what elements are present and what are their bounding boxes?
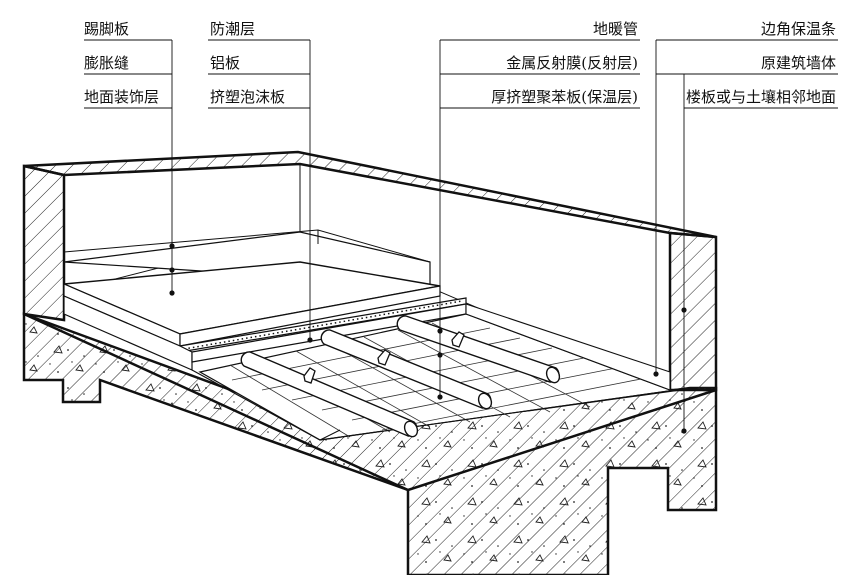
label-skirting-board: 踢脚板	[84, 20, 129, 38]
edge-insulation-strip	[465, 303, 671, 391]
label-existing-wall: 原建筑墙体	[761, 54, 836, 72]
pipe-clips	[303, 331, 465, 384]
label-floor-finish-layer: 地面装饰层	[84, 88, 159, 106]
label-metal-reflective-film: 金属反射膜(反射层)	[506, 54, 638, 72]
label-thick-xps-board: 厚挤塑聚苯板(保温层)	[491, 88, 638, 106]
leader-dots	[169, 243, 687, 434]
heating-pipe	[396, 315, 561, 384]
label-floor-heating-pipe: 地暖管	[593, 20, 638, 38]
heating-pipes	[240, 315, 561, 438]
concrete-slab	[22, 312, 718, 575]
label-edge-insulation-strip: 边角保温条	[761, 20, 836, 38]
heating-pipe	[240, 351, 419, 438]
building-walls	[22, 150, 718, 392]
label-extruded-foam-board: 挤塑泡沫板	[210, 88, 285, 106]
leader-lines	[84, 39, 838, 431]
heating-pipe	[320, 329, 493, 410]
label-aluminum-plate: 铝板	[210, 54, 240, 72]
labels: 踢脚板 膨胀缝 地面装饰层 防潮层 铝板 挤塑泡沫板 地暖管 金属反射膜(反射层…	[84, 20, 836, 106]
label-expansion-joint: 膨胀缝	[84, 54, 129, 72]
label-slab-or-ground: 楼板或与土壤相邻地面	[686, 88, 836, 106]
label-moisture-barrier: 防潮层	[210, 20, 255, 38]
floor-finish-layers	[63, 261, 467, 371]
